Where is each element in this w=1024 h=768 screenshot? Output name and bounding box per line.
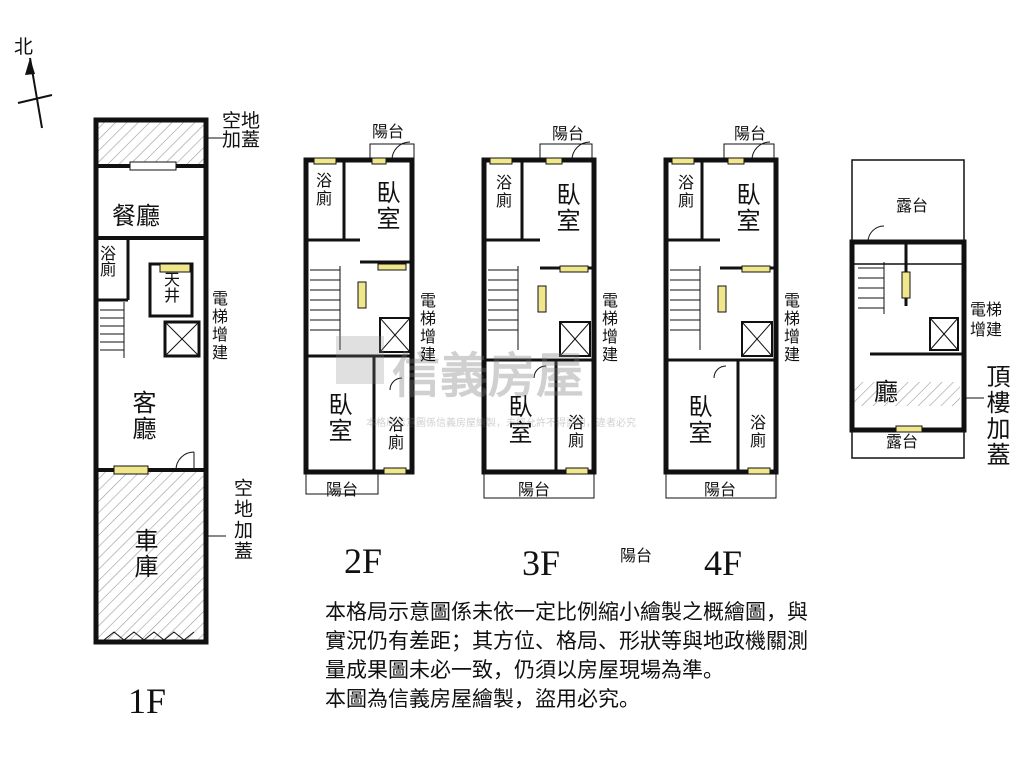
floor2-plan [303, 141, 415, 495]
floor2-title: 2F [344, 541, 383, 581]
floor1-plan [93, 117, 209, 645]
disclaimer-line: 實況仍有差距；其方位、格局、形狀等與地政機關測 [325, 629, 808, 653]
floor2-bath-top-label: 浴廁 [313, 172, 332, 208]
floor4-plan [663, 141, 779, 499]
middle-balcony-label: 陽台 [620, 546, 653, 565]
floor1-rear-addition-label: 空地加蓋 [231, 478, 253, 562]
floor3-bed-bottom-label: 臥室 [504, 394, 532, 446]
floor2-bath-bottom-label: 浴廁 [385, 416, 404, 452]
floor1-title: 1F [128, 681, 167, 721]
floor3-bed-top-label: 臥室 [552, 182, 580, 234]
disclaimer-text: 本格局示意圖係未依一定比例縮小繪製之概繪圖，與 實況仍有差距；其方位、格局、形狀… [325, 598, 965, 714]
floor2-balcony-top-label: 陽台 [372, 122, 405, 141]
floor4-bed-bottom-label: 臥室 [684, 394, 712, 446]
north-label: 北 [14, 36, 34, 58]
floor1-dining-label: 餐廳 [112, 202, 160, 230]
floor2-bed-top-label: 臥室 [372, 180, 400, 232]
floor3-elevator-label: 電梯增建 [599, 292, 618, 364]
floor3-plan [481, 141, 597, 499]
roof-hall-label: 廳 [874, 378, 898, 406]
floor3-title: 3F [522, 543, 561, 583]
floor3-bath-bottom-label: 浴廁 [565, 414, 584, 450]
floor1-living-label: 客廳 [128, 390, 156, 442]
roof-terrace-bottom-label: 露台 [886, 432, 919, 451]
floor2-elevator-label: 電梯增建 [417, 292, 436, 364]
leader-lines [206, 137, 226, 537]
floor4-bath-bottom-label: 浴廁 [747, 414, 766, 450]
floor1-garage-label: 車庫 [130, 528, 158, 580]
disclaimer-line: 本圖為信義房屋繪製，盜用必究。 [325, 687, 640, 711]
compass-icon [17, 57, 53, 129]
floor1-skylight-label: 天井 [164, 270, 181, 305]
floor1-front-addition-label: 空地加蓋 [222, 110, 261, 151]
floor4-balcony-top-label: 陽台 [734, 124, 767, 143]
floor4-bed-top-label: 臥室 [732, 182, 760, 234]
watermark-brand: 信義房屋 [392, 348, 585, 404]
floor4-bath-top-label: 浴廁 [675, 174, 694, 210]
floor1-bath-label: 浴廁 [100, 244, 117, 279]
floor1-elevator-label: 電梯增建 [209, 290, 228, 362]
watermark-small-text: 本格局示意圖係信義房屋繪製，未經允許不得盜用，違者必究 [366, 418, 636, 429]
floor4-title: 4F [704, 543, 743, 583]
floor4-elevator-label: 電梯增建 [781, 292, 800, 364]
floor2-bed-bottom-label: 臥室 [324, 392, 352, 444]
floor3-balcony-bottom-label: 陽台 [518, 480, 551, 499]
floor3-balcony-top-label: 陽台 [552, 124, 585, 143]
floor4-balcony-bottom-label: 陽台 [704, 480, 737, 499]
watermark-logo-icon [336, 336, 384, 384]
floor2-balcony-bottom-label: 陽台 [326, 480, 359, 499]
roof-elevator-label: 電梯增建 [970, 300, 1003, 339]
disclaimer-line: 本格局示意圖係未依一定比例縮小繪製之概繪圖，與 [325, 600, 808, 624]
disclaimer-line: 量成果圖未必一致，仍須以房屋現場為準。 [325, 658, 724, 682]
roof-plan [849, 159, 984, 459]
roof-addition-label: 頂樓加蓋 [982, 364, 1010, 468]
floor3-bath-top-label: 浴廁 [493, 174, 512, 210]
roof-terrace-top-label: 露台 [896, 196, 929, 215]
